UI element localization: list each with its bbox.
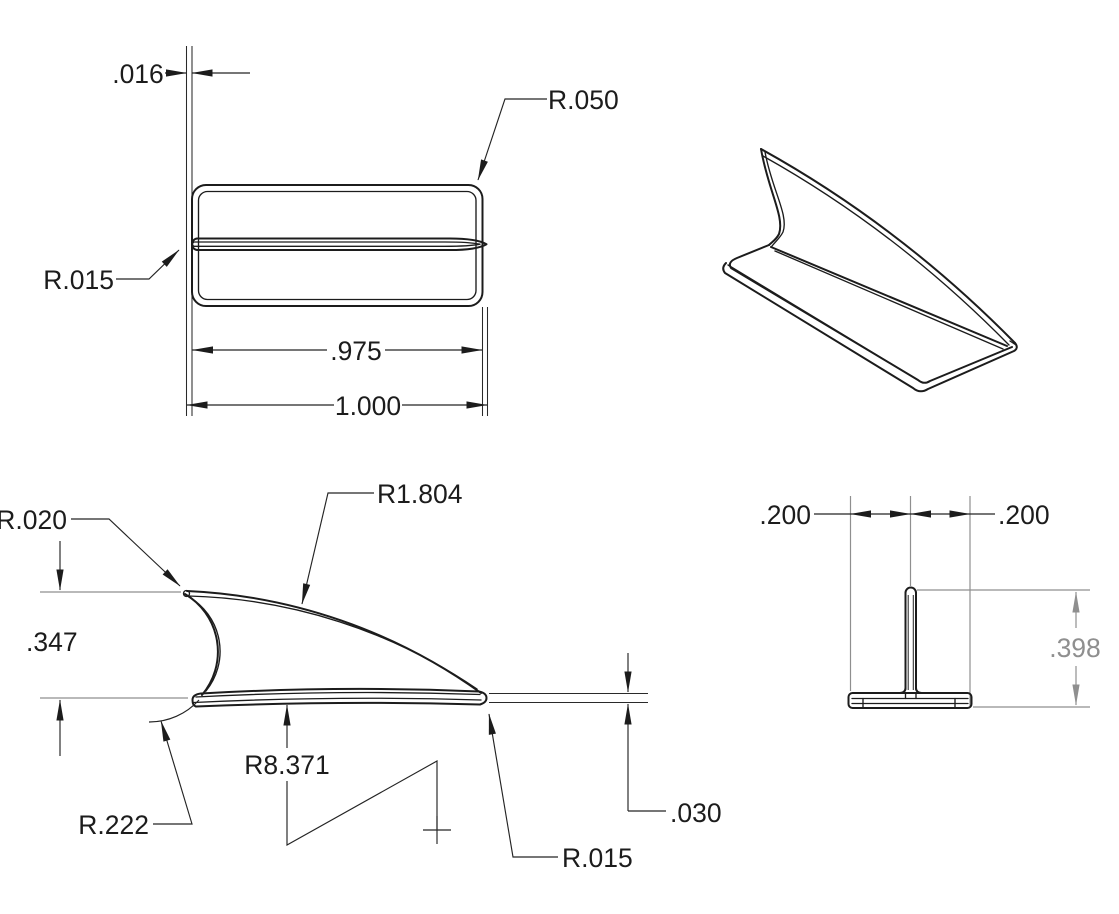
front-view: .200 .200 .398 (759, 496, 1101, 709)
dim-label-right-half-width: .200 (998, 500, 1050, 530)
iso-base-chamfer-line (727, 264, 924, 384)
dim-label-base-corner-radius: R.015 (562, 843, 633, 873)
base-plate-fillet-line (197, 190, 477, 301)
dim-half-widths: .200 .200 (759, 500, 1049, 530)
base-top-edge (200, 687, 480, 695)
base-section-outline (847, 692, 973, 709)
base-left-end (191, 692, 202, 708)
iso-base-bottom-outline (722, 262, 1018, 393)
fin-top-cap (904, 586, 917, 594)
t-section (847, 586, 973, 709)
leader-fin-tip-radius: R.015 (43, 249, 180, 295)
dim-label-fin-height: .347 (26, 627, 78, 657)
dim-overall-height: .398 (917, 589, 1101, 708)
dim-label-fin-overhang: .016 (112, 59, 164, 89)
dim-label-base-length: .975 (330, 336, 382, 366)
leader-trailing-edge-radius: R1.804 (301, 479, 462, 605)
leader-line (301, 492, 374, 605)
leading-edge-inner (188, 596, 221, 692)
dim-label-left-half-width: .200 (759, 500, 811, 530)
base-plate-outline (191, 184, 484, 307)
base-bottom-edge (195, 701, 481, 708)
jogged-leader (286, 760, 438, 846)
iso-leading-edge (760, 148, 782, 246)
side-view: R.020 R1.804 .347 R8.371 R.222 (0, 479, 722, 873)
dim-label-overall-height: .398 (1049, 633, 1101, 663)
base-chamfer-line (195, 691, 481, 698)
dim-label-tip-radius: R.020 (0, 505, 67, 535)
dim-label-bottom-radius: R8.371 (244, 750, 329, 780)
iso-fin-base-fillet (770, 246, 1008, 347)
trailing-edge-inner (188, 595, 478, 690)
dim-fin-height: .347 (26, 541, 78, 756)
isometric-view (722, 148, 1018, 393)
dim-label-trailing-edge-radius: R1.804 (377, 479, 462, 509)
dim-label-fin-tip-radius: R.015 (43, 265, 114, 295)
dim-label-leading-edge-radius: R.222 (78, 810, 149, 840)
iso-leading-edge-inner (764, 151, 785, 247)
leader-tip-radius: R.020 (0, 505, 181, 587)
dim-label-overall-length: 1.000 (335, 391, 401, 421)
dim-overall-length: 1.000 (186, 391, 488, 421)
dim-base-length: .975 (192, 336, 483, 366)
iso-far-edge-sliver (1009, 340, 1017, 346)
dim-label-corner-radius: R.050 (548, 85, 619, 115)
fin-outline (191, 241, 481, 247)
leader-line (116, 249, 180, 280)
dim-bottom-radius: R8.371 (244, 704, 451, 846)
iso-fin-base-fillet-inner (774, 250, 1004, 350)
leader-line (153, 720, 193, 825)
leader-line (488, 713, 558, 858)
dim-fin-overhang: .016 (112, 59, 250, 89)
leader-leading-edge-radius: R.222 (78, 720, 193, 840)
dim-label-base-thickness: .030 (670, 798, 722, 828)
radius-extension-arc (148, 699, 200, 723)
dim-base-thickness: .030 (489, 653, 722, 828)
leader-line (477, 98, 547, 181)
trailing-edge (186, 590, 482, 694)
leader-base-corner-radius: R.015 (488, 713, 633, 873)
leader-line (71, 518, 181, 587)
fin-fillet-outline (191, 237, 488, 251)
iso-trailing-edge (760, 148, 1016, 344)
base-right-end (478, 690, 488, 706)
top-view: .016 R.050 R.015 .975 1.000 (43, 46, 619, 421)
leader-corner-radius: R.050 (477, 85, 619, 181)
base-chamfer-line (193, 697, 482, 704)
iso-trailing-edge-inner (762, 155, 1010, 346)
